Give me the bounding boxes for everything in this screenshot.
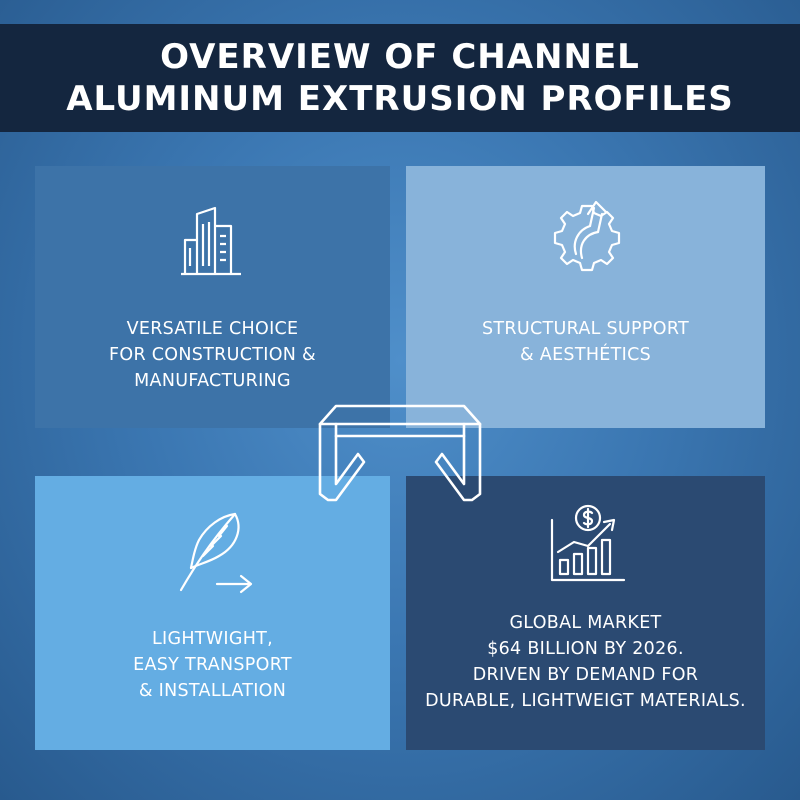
panel-line: & AESTHÉTICS [519,345,652,365]
panel-versatile-choice: VERSATILE CHOICE FOR CONSTRUCTION & MANU… [35,166,390,428]
panel-line: DRIVEN BY DEMAND FOR [472,665,699,685]
feather-arrow-icon [179,512,253,594]
panel-line: EASY TRANSPORT [133,655,292,675]
panel-line: FOR CONSTRUCTION & [109,345,316,365]
panel-line: LIGHTWIGHT, [151,629,274,649]
panel-line: $64 BILLION BY 2026. [487,639,684,659]
building-icon [181,206,241,276]
panel-lightweight: LIGHTWIGHT, EASY TRANSPORT & INSTALLATIO… [35,476,390,750]
market-growth-chart-icon [550,504,626,582]
channel-profile-icon [318,404,482,502]
panel-market-text: GLOBAL MARKET $64 BILLION BY 2026. DRIVE… [406,610,765,714]
panel-line: DURABLE, LIGHTWEIGT MATERIALS. [425,691,746,711]
panel-line: GLOBAL MARKET [509,613,662,633]
title-line-2: ALUMINUM EXTRUSION PROFILES [66,79,734,119]
panel-line: & INSTALLATION [138,681,287,701]
gear-arrow-icon [553,200,621,272]
panel-line: VERSATILE CHOICE [126,319,299,339]
title-banner: OVERVIEW OF CHANNEL ALUMINUM EXTRUSION P… [0,24,800,132]
panel-structural-text: STRUCTURAL SUPPORT & AESTHÉTICS [406,316,765,368]
title-line-1: OVERVIEW OF CHANNEL [160,37,640,77]
panel-line: STRUCTURAL SUPPORT [482,319,689,339]
panel-structural-support: STRUCTURAL SUPPORT & AESTHÉTICS [406,166,765,428]
panel-lightweight-text: LIGHTWIGHT, EASY TRANSPORT & INSTALLATIO… [35,626,390,704]
panel-line: MANUFACTURING [134,371,291,391]
panel-global-market: GLOBAL MARKET $64 BILLION BY 2026. DRIVE… [406,476,765,750]
panel-versatile-text: VERSATILE CHOICE FOR CONSTRUCTION & MANU… [35,316,390,394]
